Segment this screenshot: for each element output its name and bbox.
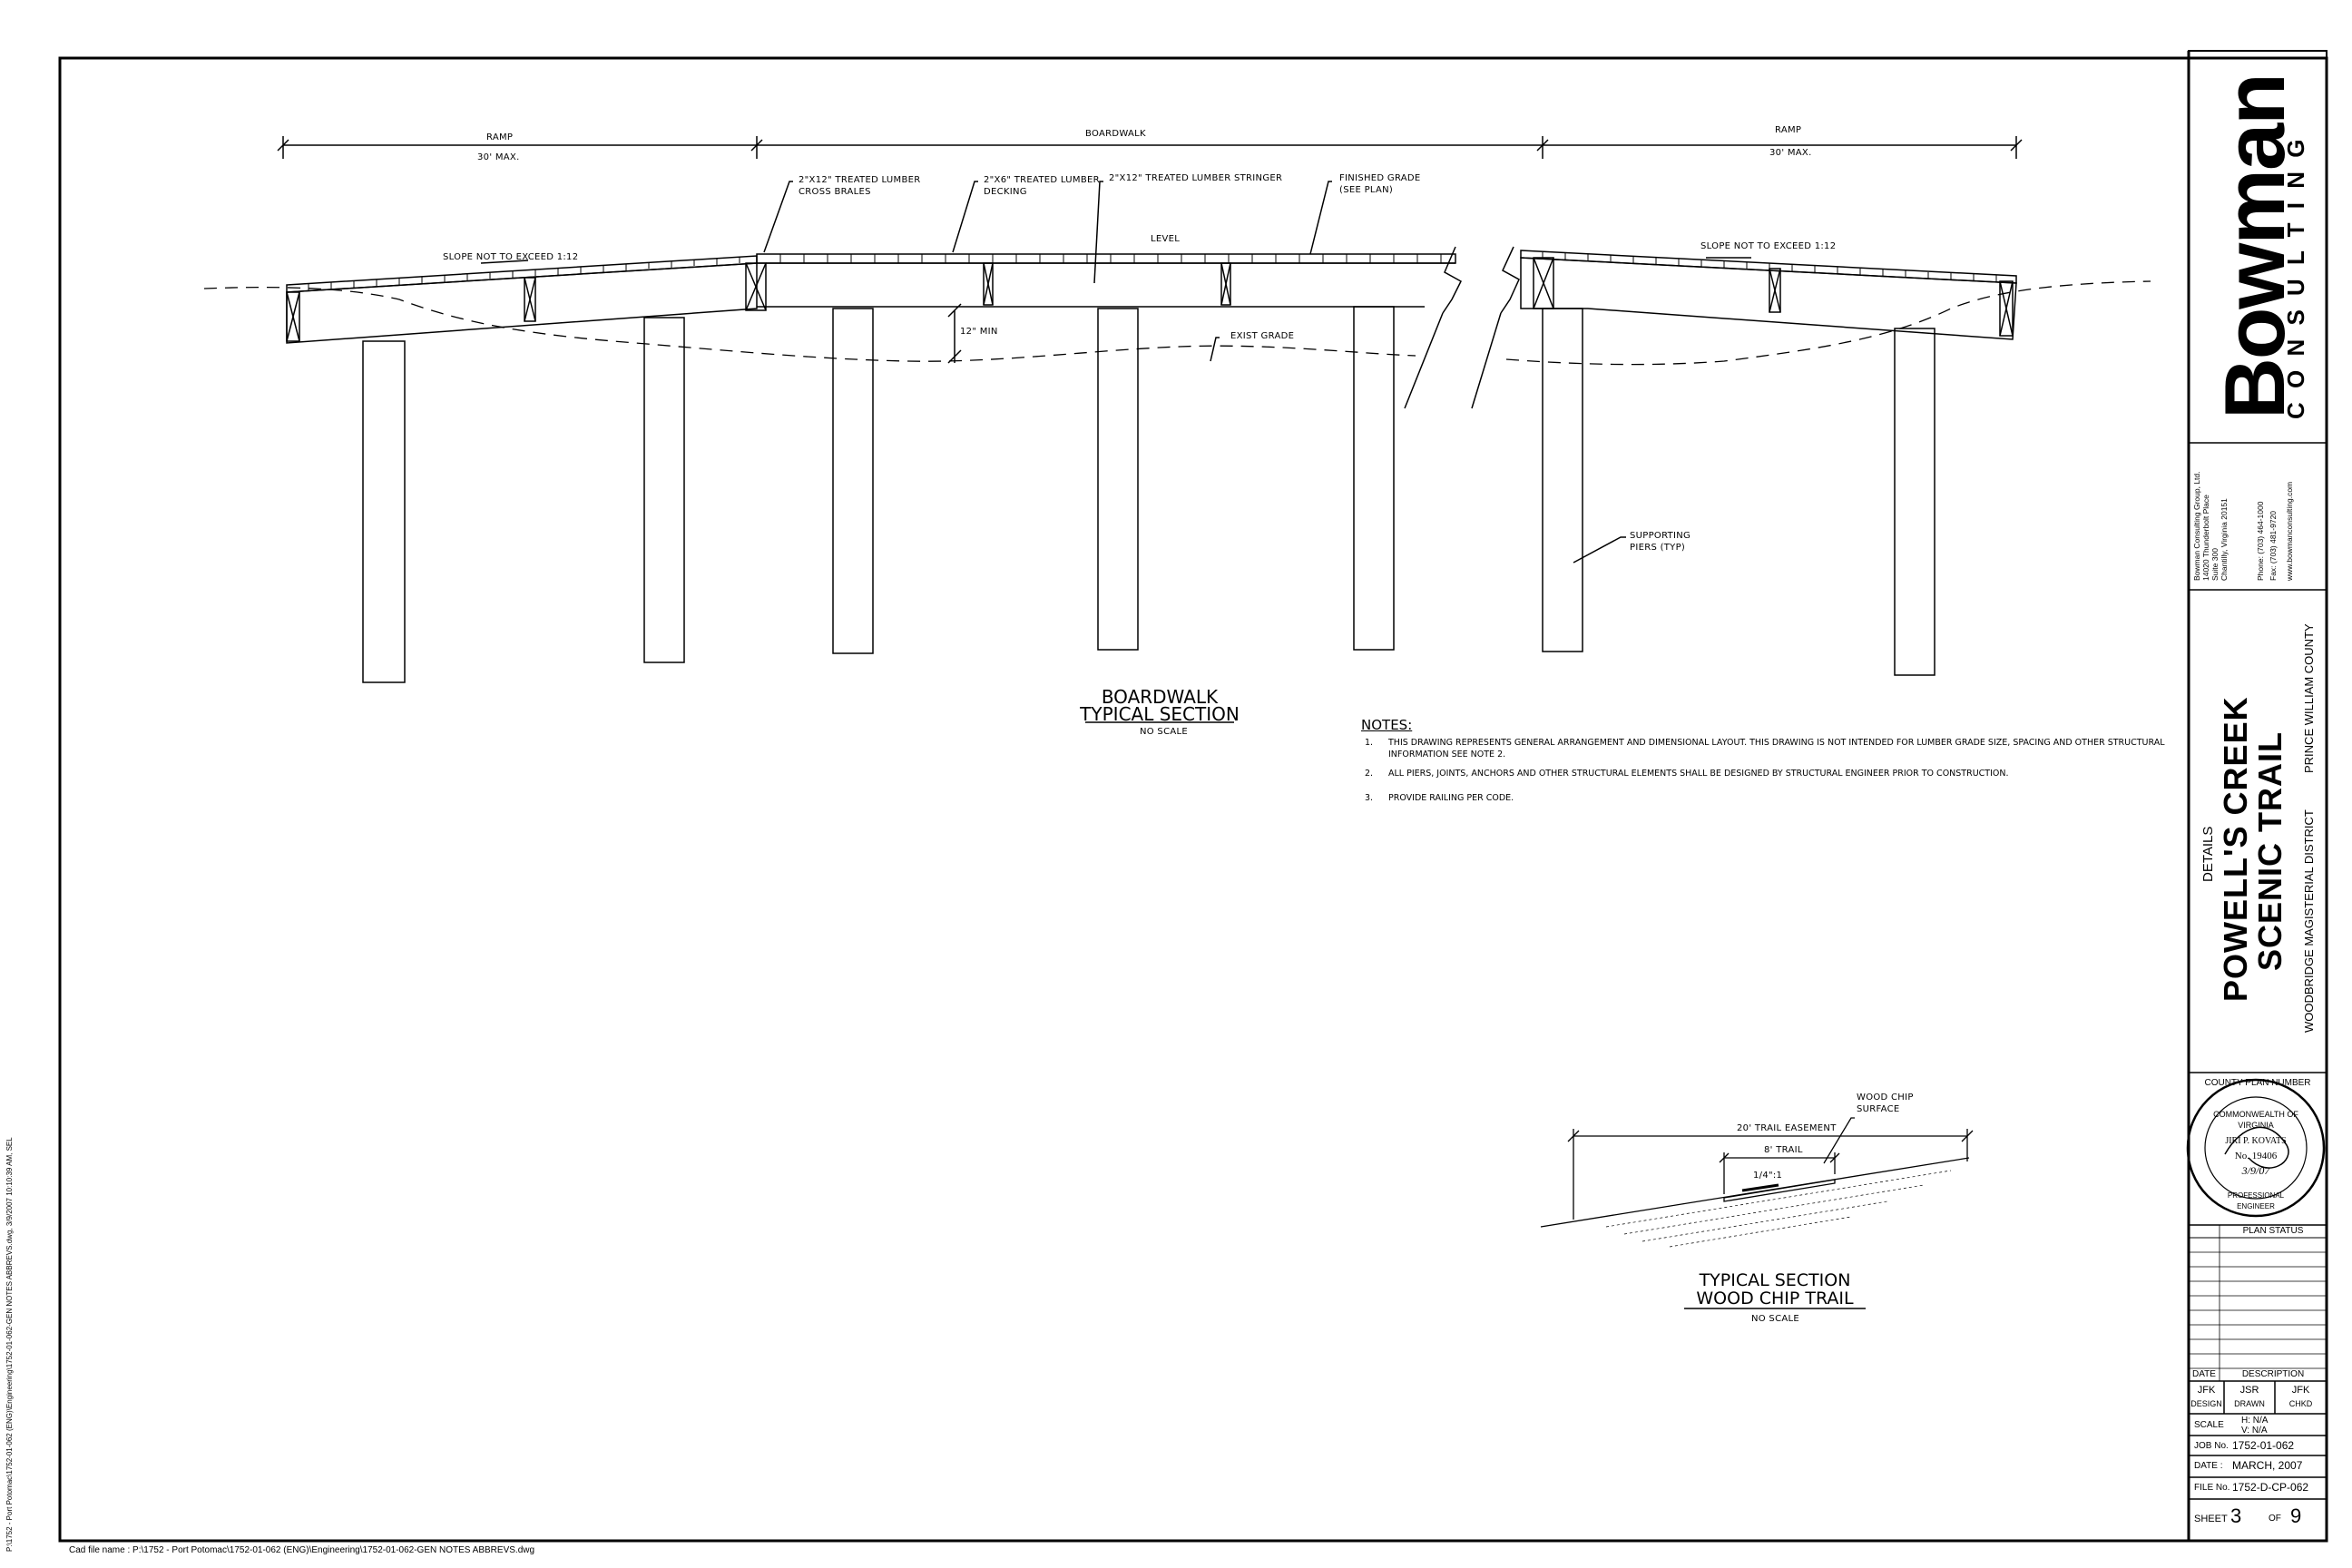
notes-heading: NOTES: (1361, 717, 1413, 733)
margin-file-path: P:\1752 - Port Potomac\1752-01-062 (ENG)… (5, 1137, 14, 1552)
file-number: 1752-D-CP-062 (2232, 1481, 2309, 1494)
address-line-1: Bowman Consulting Group, Ltd. (2192, 471, 2201, 581)
seal-date: 3/9/07 (2241, 1164, 2270, 1177)
project-name-2: SCENIC TRAIL (2251, 731, 2288, 971)
callout-piers-2: PIERS (TYP) (1630, 543, 1686, 553)
note-1-line-1: THIS DRAWING REPRESENTS GENERAL ARRANGEM… (1388, 738, 2165, 748)
woodchip-section (1540, 1117, 1974, 1248)
county-plan-number-label: COUNTY PLAN NUMBER (2204, 1078, 2311, 1088)
callout-cross-braces-1: 2"X12" TREATED LUMBER (799, 175, 921, 185)
dim-ramp-right: RAMP (1775, 125, 1802, 135)
project-name-1: POWELL'S CREEK (2217, 696, 2254, 1002)
callout-finished-grade-2: (SEE PLAN) (1339, 185, 1394, 195)
file-number-label: FILE No. (2194, 1483, 2230, 1493)
callout-cross-braces-2: CROSS BRALES (799, 187, 871, 197)
design-initials: JFK (2197, 1385, 2216, 1396)
woodchip-trail: 8' TRAIL (1764, 1145, 1803, 1155)
callout-slope-right: SLOPE NOT TO EXCEED 1:12 (1700, 241, 1837, 251)
woodchip-surface-1: WOOD CHIP (1857, 1093, 1914, 1102)
boardwalk-title-2: TYPICAL SECTION (1080, 703, 1240, 725)
titleblock-frame (2188, 50, 2328, 1542)
design-label: DESIGN (2190, 1399, 2222, 1408)
scale-horizontal: H: N/A (2241, 1416, 2269, 1426)
dim-ramp-left-max: 30' MAX. (477, 152, 520, 162)
sheet-of-label: OF (2269, 1514, 2281, 1524)
description-column-label: DESCRIPTION (2241, 1369, 2305, 1379)
bowman-logo-subtitle: C O N S U L T I N G (2282, 135, 2309, 419)
pier (1542, 308, 1583, 652)
pe-seal (2186, 1078, 2326, 1218)
pier (832, 308, 874, 654)
pier (1894, 328, 1936, 676)
woodchip-surface-2: SURFACE (1857, 1104, 1900, 1114)
drawn-label: DRAWN (2234, 1399, 2265, 1408)
callout-decking-1: 2"X6" TREATED LUMBER (984, 175, 1100, 185)
county-name: PRINCE WILLIAM COUNTY (2302, 623, 2316, 773)
job-number-label: JOB No. (2194, 1441, 2229, 1451)
callout-piers-1: SUPPORTING (1630, 531, 1691, 541)
date-label: DATE : (2194, 1461, 2223, 1471)
note-1-num: 1. (1365, 738, 1374, 748)
pier (1353, 306, 1395, 651)
note-2-num: 2. (1365, 769, 1374, 779)
address-line-3: Suite 300 (2210, 548, 2220, 581)
boardwalk-section (203, 136, 2151, 683)
plan-status-label: PLAN STATUS (2242, 1226, 2304, 1236)
scale-vertical: V: N/A (2241, 1426, 2268, 1436)
sheet-total: 9 (2290, 1504, 2302, 1527)
pier (1097, 308, 1139, 651)
cad-file-name: Cad file name : P:\1752 - Port Potomac\1… (69, 1545, 535, 1555)
job-number: 1752-01-062 (2232, 1439, 2295, 1452)
woodchip-scale: NO SCALE (1751, 1314, 1799, 1324)
woodchip-easement: 20' TRAIL EASEMENT (1737, 1123, 1837, 1133)
note-2-line-1: ALL PIERS, JOINTS, ANCHORS AND OTHER STR… (1388, 769, 2009, 779)
address-web: www.bowmanconsulting.com (2285, 481, 2294, 581)
sheet-label: SHEET (2194, 1514, 2228, 1524)
dim-ramp-right-max: 30' MAX. (1769, 148, 1812, 158)
date-column-label: DATE (2192, 1369, 2216, 1379)
boardwalk-title-1: BOARDWALK (1101, 686, 1219, 708)
checked-label: CHKD (2288, 1399, 2313, 1408)
seal-ring-bottom: PROFESSIONAL ENGINEER (2227, 1191, 2285, 1210)
note-3-line-1: PROVIDE RAILING PER CODE. (1388, 793, 1514, 803)
callout-slope-left: SLOPE NOT TO EXCEED 1:12 (443, 252, 579, 262)
sheet-type: DETAILS (2200, 826, 2216, 882)
magisterial-district: WOODBRIDGE MAGISTERIAL DISTRICT (2302, 809, 2316, 1033)
dim-ramp-left: RAMP (486, 132, 514, 142)
titleblock-grid (2189, 442, 2327, 1500)
address-line-2: 14020 Thunderbolt Place (2201, 495, 2210, 581)
seal-license: No. 19406 (2234, 1151, 2278, 1161)
sheet-border (58, 56, 2328, 1543)
callout-min-clear: 12" MIN (960, 327, 998, 337)
woodchip-title-2: WOOD CHIP TRAIL (1696, 1289, 1854, 1308)
dim-boardwalk: BOARDWALK (1085, 129, 1146, 139)
date-value: MARCH, 2007 (2232, 1459, 2303, 1472)
callout-level: LEVEL (1151, 234, 1181, 244)
woodchip-slope: 1/4":1 (1753, 1171, 1783, 1181)
pier (362, 340, 406, 683)
drawn-initials: JSR (2239, 1385, 2259, 1396)
callout-finished-grade-1: FINISHED GRADE (1339, 173, 1421, 183)
woodchip-title-1: TYPICAL SECTION (1699, 1270, 1851, 1290)
callout-decking-2: DECKING (984, 187, 1027, 197)
note-3-num: 3. (1365, 793, 1374, 803)
pier (643, 317, 685, 663)
address-fax: Fax: (703) 481-9720 (2269, 510, 2278, 581)
callout-exist-grade: EXIST GRADE (1230, 331, 1295, 341)
scale-label: SCALE (2194, 1420, 2224, 1430)
address-line-4: Chantilly, Virginia 20151 (2220, 498, 2229, 581)
boardwalk-scale: NO SCALE (1140, 727, 1188, 737)
callout-stringer: 2"X12" TREATED LUMBER STRINGER (1109, 173, 1283, 183)
seal-name: JIRI P. KOVATS (2225, 1136, 2287, 1146)
sheet-number: 3 (2230, 1504, 2242, 1527)
seal-ring-text: COMMONWEALTH OF VIRGINIA (2213, 1110, 2298, 1130)
note-1-line-2: INFORMATION SEE NOTE 2. (1388, 750, 1506, 760)
checked-initials: JFK (2291, 1385, 2310, 1396)
address-phone: Phone: (703) 464-1000 (2256, 501, 2265, 581)
